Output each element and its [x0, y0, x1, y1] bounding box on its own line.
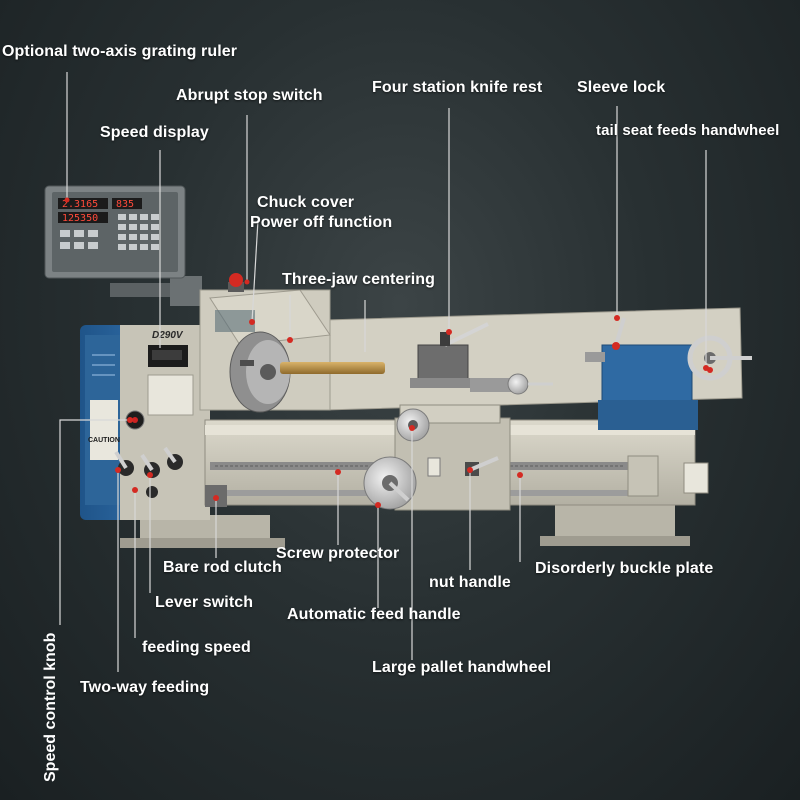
- label-automatic-feed: Automatic feed handle: [287, 606, 461, 623]
- lathe-feet: [120, 505, 690, 548]
- sleeve-lock[interactable]: [612, 317, 626, 350]
- label-abrupt-stop: Abrupt stop switch: [176, 87, 323, 104]
- model-badge: D290V: [152, 330, 184, 341]
- automatic-feed-handle[interactable]: [427, 457, 441, 477]
- three-jaw-chuck: [229, 331, 291, 413]
- tailstock: [585, 344, 698, 430]
- dro-x-readout: 2.3165: [62, 199, 98, 210]
- two-way-feeding-lever[interactable]: [163, 446, 183, 470]
- label-speed-display: Speed display: [100, 124, 209, 141]
- label-three-jaw: Three-jaw centering: [282, 271, 436, 288]
- large-pallet-handwheel[interactable]: [363, 456, 417, 510]
- tail-seat-feed-handwheel[interactable]: [687, 335, 752, 381]
- chuck-cover[interactable]: [209, 289, 331, 346]
- dro-y-readout: 125350: [62, 213, 98, 224]
- disorderly-buckle-plate: [627, 455, 709, 497]
- dro-display-unit: 2.3165 835 125350: [44, 185, 186, 279]
- label-feeding-speed: feeding speed: [142, 639, 251, 656]
- caution-plate: CAUTION: [88, 437, 120, 444]
- label-screw-protector: Screw protector: [276, 545, 400, 562]
- label-knife-rest: Four station knife rest: [372, 79, 543, 96]
- cross-slide-handwheel[interactable]: [396, 408, 430, 442]
- label-speed-control-knob: Speed control knob: [42, 632, 59, 782]
- dro-keypad: [60, 214, 159, 250]
- label-pallet-handwheel: Large pallet handwheel: [372, 659, 552, 676]
- label-nut-handle: nut handle: [429, 574, 511, 591]
- label-buckle-plate: Disorderly buckle plate: [535, 560, 714, 577]
- leader-dots: [64, 197, 709, 508]
- workpiece-rod: [280, 362, 385, 374]
- dro-z-readout: 835: [116, 199, 134, 210]
- lever-switch[interactable]: [114, 450, 134, 476]
- label-chuck-cover: Chuck cover: [257, 194, 355, 211]
- label-lever-switch: Lever switch: [155, 594, 254, 611]
- label-two-way-feeding: Two-way feeding: [80, 679, 210, 696]
- label-sleeve-lock: Sleeve lock: [577, 79, 666, 96]
- label-bare-rod-clutch: Bare rod clutch: [163, 559, 282, 576]
- feed-selector-knob[interactable]: [146, 486, 158, 498]
- dro-arm: [110, 276, 202, 306]
- leader-lines: [59, 72, 707, 672]
- compound-slide: [470, 373, 553, 395]
- label-tail-seat: tail seat feeds handwheel: [596, 122, 780, 139]
- abrupt-stop-switch[interactable]: [228, 273, 244, 292]
- label-power-off: Power off function: [250, 214, 393, 231]
- four-station-knife-rest[interactable]: [410, 322, 489, 388]
- label-grating-ruler: Optional two-axis grating ruler: [2, 43, 238, 60]
- speed-control-knob[interactable]: [125, 410, 145, 430]
